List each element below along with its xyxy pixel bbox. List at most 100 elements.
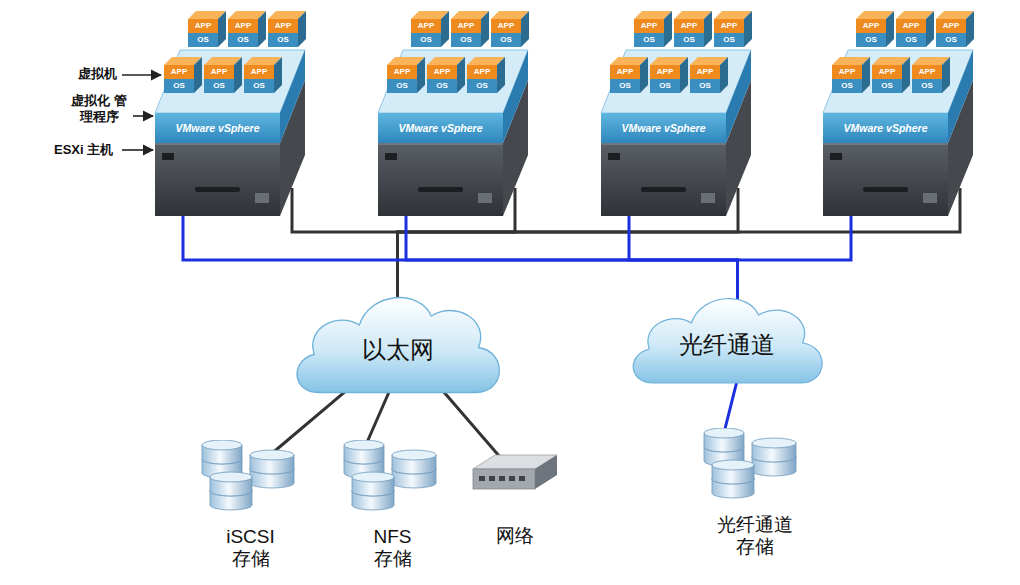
cube-front — [872, 79, 902, 93]
os-label: OS — [683, 36, 695, 44]
cube-front — [896, 33, 926, 47]
cube-front — [427, 79, 457, 93]
app-label: APP — [474, 68, 490, 76]
server-front — [601, 143, 726, 216]
app-label: APP — [251, 68, 267, 76]
server-detail — [255, 193, 269, 203]
cube-front — [832, 79, 862, 93]
disk-edge — [394, 477, 395, 491]
disk-edge — [392, 455, 393, 469]
cube-label-holder: OS — [451, 33, 481, 47]
vm-cube: APPOS — [467, 57, 505, 93]
cube-front — [467, 79, 497, 93]
vm-cube: APPOS — [650, 57, 688, 93]
cube-label-holder: APP — [936, 19, 966, 33]
slab-front — [601, 113, 726, 143]
server-detail — [195, 187, 240, 192]
disk-edge — [250, 455, 251, 469]
cube-side — [886, 11, 894, 47]
app-label: APP — [943, 22, 959, 30]
disk-edge — [352, 477, 353, 491]
disk-edge — [384, 445, 385, 459]
cube-front — [228, 19, 258, 33]
cube-front — [228, 33, 258, 47]
cube-label-holder: APP — [451, 19, 481, 33]
server-detail — [418, 187, 463, 192]
disk-edge — [294, 469, 295, 483]
app-label: APP — [919, 68, 935, 76]
fibre-link — [738, 214, 852, 300]
cube-side — [441, 11, 449, 47]
shape-art — [340, 440, 445, 522]
device-port — [489, 476, 495, 481]
fibre-link — [183, 214, 738, 300]
storage-label: NFS 存储 — [362, 526, 424, 570]
cube-front — [856, 19, 886, 33]
cube-label-holder: OS — [650, 79, 680, 93]
disk-top — [392, 450, 436, 460]
vsphere-label: VMware vSphere — [621, 123, 705, 134]
app-label: APP — [458, 22, 474, 30]
os-label: OS — [643, 36, 655, 44]
cube-side — [966, 11, 974, 47]
os-label: OS — [173, 82, 185, 90]
side-label: 虚拟机 — [78, 66, 117, 82]
cube-front — [467, 65, 497, 79]
server-detail — [863, 187, 908, 192]
cube-label-holder: APP — [411, 19, 441, 33]
os-label: OS — [921, 82, 933, 90]
vm-cube: APPOS — [714, 11, 752, 47]
cube-front — [411, 19, 441, 33]
app-label: APP — [275, 22, 291, 30]
disk-edge — [744, 433, 745, 447]
vm-cube: APPOS — [674, 11, 712, 47]
device-port — [499, 476, 505, 481]
esxi-host: VMware vSphereAPPOSAPPOSAPPOSAPPOSAPPOSA… — [596, 5, 756, 217]
storage-label-holder: 光纤通道 存储 — [710, 432, 800, 558]
shape-art — [700, 428, 810, 510]
cube-label-holder: APP — [896, 19, 926, 33]
cube-front — [451, 19, 481, 33]
cube-label-holder: OS — [610, 79, 640, 93]
cube-side — [497, 57, 505, 93]
cube-side — [862, 57, 870, 93]
cube-label-holder: APP — [650, 65, 680, 79]
cube-front — [896, 19, 926, 33]
cube-side — [664, 11, 672, 47]
server-detail — [162, 153, 174, 160]
cube-front — [411, 33, 441, 47]
cube-label-holder: OS — [387, 79, 417, 93]
vm-cube: APPOS — [832, 57, 870, 93]
disk-edge — [712, 479, 713, 493]
os-label: OS — [213, 82, 225, 90]
disk-edge — [252, 477, 253, 491]
cube-label-holder: OS — [427, 79, 457, 93]
server-detail — [478, 193, 492, 203]
vm-cube: APPOS — [610, 57, 648, 93]
server-detail — [385, 153, 397, 160]
cube-front — [856, 33, 886, 47]
fibre-link — [629, 214, 738, 300]
cube-front — [936, 33, 966, 47]
disk-edge — [210, 477, 211, 491]
slab-label-holder: VMware vSphere — [823, 113, 948, 143]
cube-front — [690, 79, 720, 93]
os-label: OS — [723, 36, 735, 44]
network-cloud: 以太网 — [285, 280, 510, 415]
cube-side — [298, 11, 306, 47]
app-label: APP — [903, 22, 919, 30]
disk-top — [344, 440, 384, 450]
server-detail — [823, 144, 948, 145]
shape-art — [465, 447, 565, 497]
cloud-outline — [633, 299, 822, 383]
cube-front — [268, 33, 298, 47]
disk-edge — [202, 445, 203, 459]
disk-edge — [754, 479, 755, 493]
disk-edge — [252, 491, 253, 505]
disk-edge — [344, 445, 345, 459]
storage-array: 光纤通道 存储 — [700, 428, 810, 558]
cube-front — [714, 19, 744, 33]
app-label: APP — [879, 68, 895, 76]
cube-label-holder: OS — [634, 33, 664, 47]
server-detail — [601, 144, 726, 145]
